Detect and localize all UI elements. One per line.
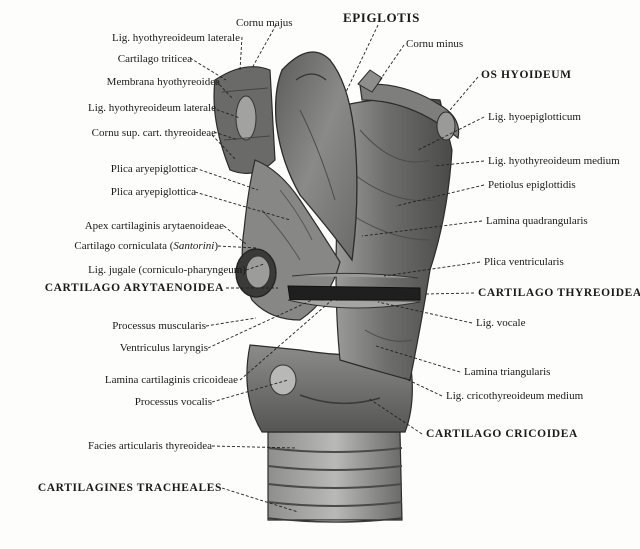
label-cornu-majus: Cornu majus [236, 17, 293, 29]
label-cornu-minus: Cornu minus [406, 38, 464, 50]
label-cartilago-arytaenoidea: CARTILAGO ARYTAENOIDEA [44, 282, 224, 294]
leader-lines [189, 24, 485, 513]
label-lamina-triangularis: Lamina triangularis [464, 366, 551, 378]
label-lig-cricothyreoideum-medium: Lig. cricothyreoideum medium [446, 390, 584, 402]
label-os-hyoideum: OS HYOIDEUM [481, 69, 572, 81]
label-cartilagines-tracheales: CARTILAGINES TRACHEALES [37, 482, 222, 494]
label-apex-cartilaginis-arytaenoideae: Apex cartilaginis arytaenoideae [84, 220, 224, 232]
label-cartilago-triticea: Cartilago triticea [117, 53, 192, 65]
vocal-fold [287, 272, 421, 309]
label-lig-hyothyreoideum-laterale-lower: Lig. hyothyreoideum laterale [88, 102, 216, 114]
label-cartilago-corniculata: Cartilago corniculata (Santorini) [74, 240, 218, 252]
label-cartilago-cricoidea: CARTILAGO CRICOIDEA [426, 428, 578, 440]
label-lig-hyothyreoideum-laterale-upper: Lig. hyothyreoideum laterale [112, 32, 240, 44]
hyothyroid-membrane [213, 66, 276, 174]
arytenoid-cartilage [235, 248, 277, 298]
hyoid-bone [357, 69, 460, 141]
label-ventriculus-laryngis: Ventriculus laryngis [119, 342, 208, 354]
label-lamina-quadrangularis: Lamina quadrangularis [486, 215, 588, 227]
label-lig-hyothyreoideum-medium: Lig. hyothyreoideum medium [488, 155, 620, 167]
trachea [267, 431, 403, 523]
label-cartilago-thyreoidea: CARTILAGO THYREOIDEA [478, 287, 640, 299]
label-lig-hyoepiglotticum: Lig. hyoepiglotticum [488, 111, 581, 123]
label-plica-aryepiglottica-2: Plica aryepiglottica [110, 186, 196, 198]
label-facies-articularis-thyreoidea: Facies articularis thyreoidea [87, 440, 212, 452]
label-petiolus-epiglottidis: Petiolus epiglottidis [488, 179, 576, 191]
label-lamina-cartilaginis-cricoideae: Lamina cartilaginis cricoideae [104, 374, 238, 386]
label-corniculata-close: ) [214, 240, 218, 252]
label-plica-aryepiglottica-1: Plica aryepiglottica [110, 163, 196, 175]
label-membrana-hyothyreoidea: Membrana hyothyreoidea [106, 76, 220, 88]
label-santorini: Santorini [173, 240, 215, 252]
label-epiglotis: EPIGLOTIS [343, 10, 420, 25]
thyroid-cartilage [335, 97, 453, 381]
label-lig-jugale: Lig. jugale (corniculo-pharyngeum) [88, 264, 246, 276]
epiglottis [274, 51, 358, 262]
label-plica-ventricularis: Plica ventricularis [484, 256, 564, 268]
label-processus-muscularis: Processus muscularis [112, 320, 206, 332]
label-cartilago-corniculata-text: Cartilago corniculata ( [74, 240, 174, 252]
label-cornu-sup-cart-thyreoideae: Cornu sup. cart. thyreoideae [91, 127, 216, 139]
label-lig-vocale: Lig. vocale [476, 317, 526, 329]
label-processus-vocalis: Processus vocalis [134, 396, 212, 408]
